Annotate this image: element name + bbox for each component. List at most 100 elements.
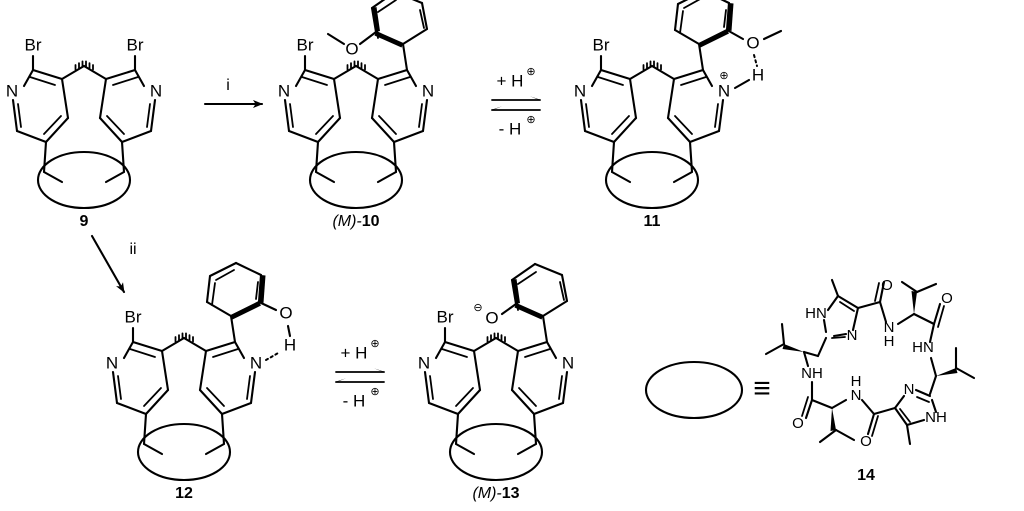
s9-right-pyridine: N Br bbox=[98, 35, 162, 144]
legend-equivalence: ≡ bbox=[644, 360, 771, 420]
structure-caption: 12 bbox=[175, 485, 193, 502]
atom-label-O: O bbox=[345, 39, 358, 58]
hydrogen-bond bbox=[753, 54, 758, 67]
s13-left-ch2b bbox=[454, 442, 476, 456]
s11-left-pyridine: N Br bbox=[574, 35, 638, 144]
eq-bottom-text: - H bbox=[499, 119, 522, 138]
atom-label-N: N bbox=[562, 353, 574, 372]
nitrogen-positive-charge: ⊕ bbox=[719, 70, 728, 82]
eq-bottom-charge: ⊕ bbox=[526, 114, 535, 126]
atom-label-O: O bbox=[485, 308, 498, 327]
macrocycle-ellipse bbox=[308, 150, 404, 210]
s11-top-bridge bbox=[628, 60, 676, 81]
atom-label-N: N bbox=[106, 353, 118, 372]
equilibrium-10-11: + H ⊕ - H ⊕ bbox=[491, 66, 541, 139]
s12-right-ch2b bbox=[204, 442, 226, 456]
s11-right-ch2b bbox=[672, 170, 694, 184]
s11-left-ch2 bbox=[610, 140, 616, 174]
s12-left-ch2 bbox=[142, 412, 148, 446]
atom-label-Br: Br bbox=[297, 35, 314, 54]
oxygen-negative-charge: ⊖ bbox=[473, 302, 482, 314]
s12-hydroxyphenyl: O bbox=[205, 261, 293, 344]
structure-caption: 14 bbox=[857, 467, 875, 484]
eq-bottom-text: - H bbox=[343, 391, 366, 410]
structure-9: N Br N Br bbox=[6, 35, 162, 230]
atom-label-HN: HN bbox=[805, 305, 827, 322]
atom-label-NH: NH bbox=[801, 365, 823, 382]
s14-valine-left bbox=[764, 322, 820, 368]
s14-valine-bottom-left: O NH bbox=[792, 365, 856, 444]
macrocycle-ellipse bbox=[448, 422, 544, 482]
atom-label-N: N bbox=[422, 81, 434, 100]
atom-label-O: O bbox=[792, 415, 804, 432]
macrocycle-ellipse bbox=[604, 150, 700, 210]
s9-left-ch2b bbox=[42, 170, 64, 184]
s10-right-ch2b bbox=[376, 170, 398, 184]
atom-label-N: N bbox=[847, 327, 858, 344]
s14-valine-right bbox=[928, 346, 976, 396]
atom-label-O: O bbox=[881, 277, 893, 294]
s11-left-ch2b bbox=[610, 170, 632, 184]
atom-label-N: N bbox=[851, 387, 862, 404]
macrocycle-ellipse bbox=[136, 422, 232, 482]
atom-label-Br: Br bbox=[127, 35, 144, 54]
atom-label-Br: Br bbox=[593, 35, 610, 54]
s9-right-ch2b bbox=[104, 170, 126, 184]
equilibrium-top-label: + H ⊕ bbox=[341, 338, 380, 363]
s10-right-ch2 bbox=[392, 140, 398, 174]
eq-top-text: + H bbox=[497, 71, 524, 90]
atom-label-N: N bbox=[6, 81, 18, 100]
arrow-ii: ii bbox=[90, 234, 137, 294]
s13-left-ch2 bbox=[454, 412, 460, 446]
equilibrium-bottom-label: - H ⊕ bbox=[343, 386, 380, 411]
structure-14: HN N O N H O bbox=[764, 277, 976, 484]
s14-valine-top-right: O HN bbox=[900, 280, 953, 356]
structure-caption: (M)-10 bbox=[332, 213, 379, 230]
structure-caption: (M)-13 bbox=[472, 485, 519, 502]
atom-label-N: N bbox=[904, 381, 915, 398]
hashed-wedge bbox=[346, 60, 366, 71]
s13-right-ch2b bbox=[516, 442, 538, 456]
s13-right-ch2 bbox=[532, 412, 538, 446]
s14-amide-bottom-right: O N H bbox=[830, 373, 879, 450]
s10-left-pyridine: N Br bbox=[278, 35, 342, 144]
hashed-wedge bbox=[642, 60, 662, 71]
s9-top-bridge bbox=[60, 60, 108, 81]
equilibrium-bottom-label: - H ⊕ bbox=[499, 114, 536, 139]
s10-methoxyphenyl: O bbox=[326, 0, 429, 72]
atom-label-Br: Br bbox=[437, 307, 454, 326]
equilibrium-12-13: + H ⊕ - H ⊕ bbox=[335, 338, 385, 411]
s12-left-ch2b bbox=[142, 442, 164, 456]
eq-top-text: + H bbox=[341, 343, 368, 362]
equilibrium-top-label: + H ⊕ bbox=[497, 66, 536, 91]
arrow-i: i bbox=[203, 77, 264, 108]
hashed-wedge bbox=[174, 332, 194, 343]
s14-amide-top-left: O N H bbox=[856, 277, 916, 350]
arrow-ii-label: ii bbox=[129, 241, 136, 258]
caption-italic-prefix: (M)- bbox=[332, 213, 361, 230]
eq-top-charge: ⊕ bbox=[370, 338, 379, 350]
s9-right-ch2 bbox=[120, 140, 126, 174]
atom-label-H: H bbox=[851, 373, 862, 390]
macrocycle-ellipse bbox=[36, 150, 132, 210]
s13-right-pyridine: N bbox=[510, 340, 574, 416]
s12-right-ch2 bbox=[220, 412, 226, 446]
structure-10: N Br N bbox=[278, 0, 434, 230]
atom-label-HN: HN bbox=[912, 339, 934, 356]
arrow-i-label: i bbox=[226, 77, 230, 94]
identical-symbol: ≡ bbox=[753, 372, 771, 405]
atom-label-O: O bbox=[746, 33, 759, 52]
caption-italic-prefix: (M)- bbox=[472, 485, 501, 502]
atom-label-O: O bbox=[941, 290, 953, 307]
atom-label-N: N bbox=[278, 81, 290, 100]
s14-imidazole-top: HN N bbox=[805, 278, 860, 358]
hashed-wedge bbox=[74, 60, 94, 71]
s13-top-bridge bbox=[472, 332, 520, 353]
s9-left-pyridine: N Br bbox=[6, 35, 70, 144]
atom-label-H: H bbox=[752, 65, 764, 84]
s10-right-pyridine: N bbox=[370, 68, 434, 144]
structure-11: N Br N ⊕ H bbox=[574, 0, 783, 230]
s13-left-pyridine: N Br bbox=[418, 307, 482, 416]
atom-label-H: H bbox=[284, 335, 296, 354]
